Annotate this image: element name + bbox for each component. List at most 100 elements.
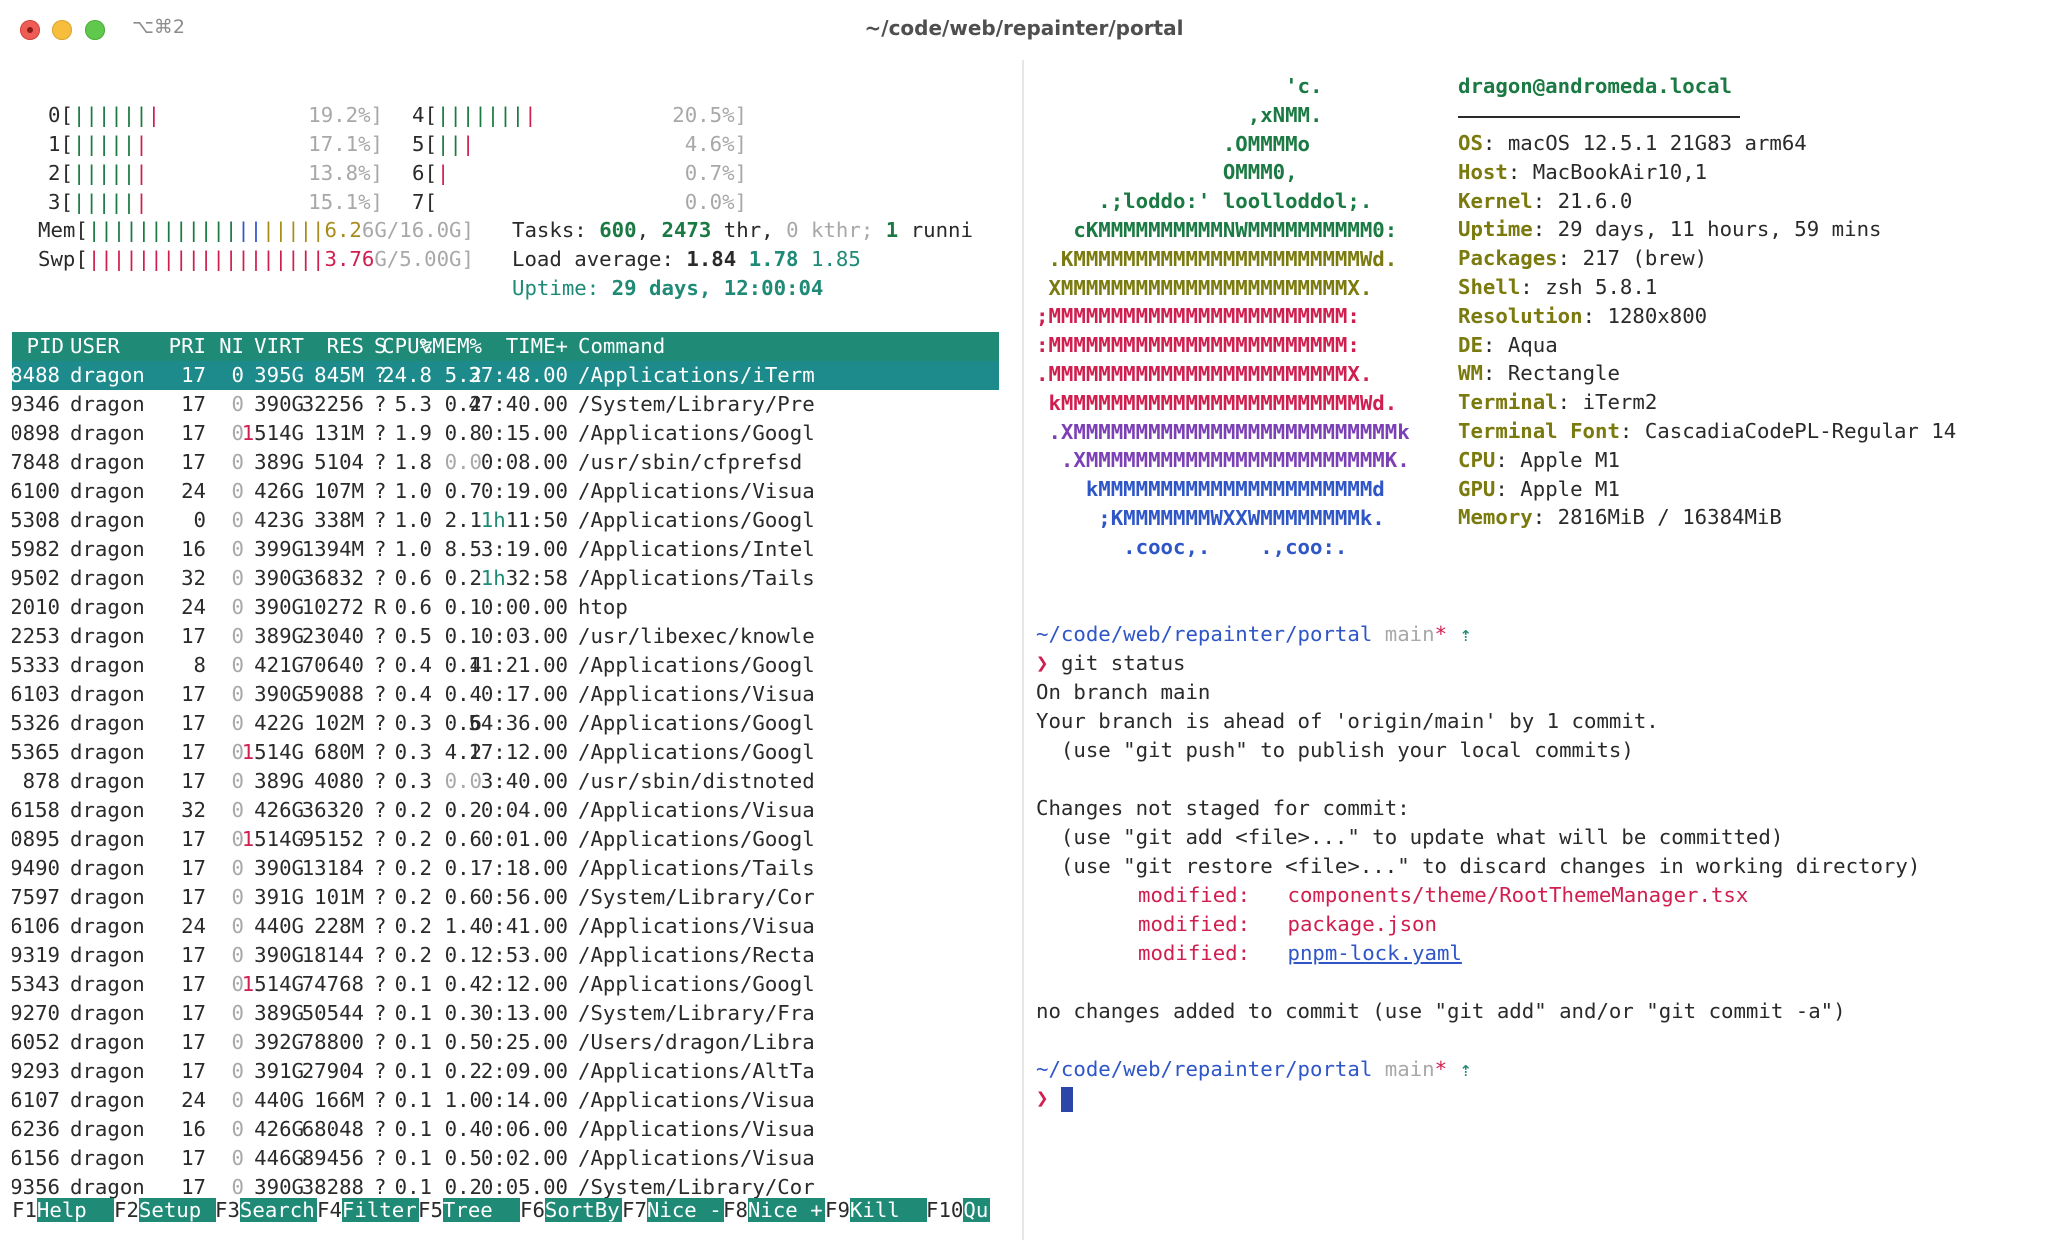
process-res: 27904 bbox=[301, 1059, 364, 1083]
function-key-number: F6 bbox=[520, 1198, 545, 1222]
prompt-line: ~/code/web/repainter/portal main* ⇡ bbox=[1036, 1057, 1472, 1081]
info-key: CPU bbox=[1458, 447, 1496, 472]
htop-pane[interactable]: 0[|||||||19.2%]1[||||||17.1%]2[||||||13.… bbox=[12, 58, 1002, 1240]
process-cpu: 0.6 bbox=[394, 566, 432, 590]
function-key-f3[interactable]: F3Search bbox=[215, 1196, 317, 1225]
process-ni: 0 bbox=[231, 1030, 244, 1054]
process-virt: 423G bbox=[254, 508, 304, 532]
cpu-label: 7[ bbox=[412, 190, 437, 214]
column-header-time[interactable]: TIME+ bbox=[505, 334, 568, 358]
process-mem: 0.8 bbox=[444, 421, 482, 445]
close-button[interactable] bbox=[20, 20, 40, 40]
process-res: 102M bbox=[314, 711, 364, 735]
function-key-f2[interactable]: F2Setup bbox=[114, 1196, 216, 1225]
column-header-res[interactable]: RES bbox=[326, 334, 364, 358]
info-value: 217 (brew) bbox=[1582, 246, 1708, 271]
column-header-cpu[interactable]: CPU% bbox=[382, 334, 432, 358]
cpu-label: 6[ bbox=[412, 161, 437, 185]
process-res: 95152 bbox=[301, 827, 364, 851]
process-time: 0:14.00 bbox=[480, 1088, 568, 1112]
process-cmd: /Applications/iTerm bbox=[578, 363, 815, 387]
process-time: 0:08.00 bbox=[480, 450, 568, 474]
info-colon: : bbox=[1507, 159, 1533, 184]
function-key-f9[interactable]: F9Kill bbox=[825, 1196, 927, 1225]
process-virt: 1514G bbox=[242, 738, 304, 767]
process-res: 36832 bbox=[301, 566, 364, 590]
process-mem: 0.0 bbox=[444, 450, 482, 474]
process-cpu: 0.3 bbox=[394, 711, 432, 735]
column-header-pid[interactable]: PID bbox=[26, 334, 64, 358]
process-mem: 0.2 bbox=[444, 392, 482, 416]
process-res: 50544 bbox=[301, 1001, 364, 1025]
process-time: 17:12.00 bbox=[468, 740, 568, 764]
git-output[interactable]: ~/code/web/repainter/portal main* ⇡ ❯ gi… bbox=[1036, 620, 2036, 1112]
column-header-ni[interactable]: NI bbox=[219, 334, 244, 358]
process-pid: 45326 bbox=[12, 711, 60, 735]
process-res: 23040 bbox=[301, 624, 364, 648]
process-s: ? bbox=[374, 740, 387, 764]
process-mem: 1.0 bbox=[444, 1088, 482, 1112]
logo-line: OMMM0, bbox=[1036, 160, 1298, 185]
process-cmd: /Applications/Visua bbox=[578, 1088, 815, 1112]
process-cpu: 0.3 bbox=[394, 769, 432, 793]
process-pri: 17 bbox=[181, 1030, 206, 1054]
process-cpu: 0.2 bbox=[394, 914, 432, 938]
function-key-f5[interactable]: F5Tree bbox=[418, 1196, 520, 1225]
info-key: DE bbox=[1458, 332, 1483, 357]
info-key: GPU bbox=[1458, 476, 1496, 501]
process-pri: 17 bbox=[181, 1059, 206, 1083]
process-user: dragon bbox=[70, 595, 145, 619]
function-key-label: Kill bbox=[849, 1198, 927, 1222]
process-cpu: 0.2 bbox=[394, 856, 432, 880]
process-ni: 0 bbox=[231, 914, 244, 938]
logo-line: ,xNMM. bbox=[1036, 102, 1323, 127]
process-ni: 0 bbox=[231, 682, 244, 706]
logo-line: cKMMMMMMMMMMNWMMMMMMMMMM0: bbox=[1036, 218, 1398, 242]
info-key: OS bbox=[1458, 131, 1483, 155]
zoom-button[interactable] bbox=[85, 20, 105, 40]
process-table-header[interactable] bbox=[12, 332, 999, 361]
process-user: dragon bbox=[70, 624, 145, 648]
column-header-virt[interactable]: VIRT bbox=[254, 334, 304, 358]
input-line[interactable]: ❯ bbox=[1036, 1084, 1073, 1113]
function-key-number: F2 bbox=[114, 1198, 139, 1222]
function-key-f6[interactable]: F6SortBy bbox=[520, 1196, 622, 1225]
process-user: dragon bbox=[70, 1059, 145, 1083]
process-pri: 16 bbox=[181, 537, 206, 561]
process-ni: 0 bbox=[231, 1175, 244, 1199]
process-res: 68048 bbox=[301, 1117, 364, 1141]
process-cmd: /System/Library/Fra bbox=[578, 1001, 815, 1025]
minimize-button[interactable] bbox=[52, 20, 72, 40]
process-mem: 0.4 bbox=[444, 1117, 482, 1141]
process-cpu: 5.3 bbox=[394, 392, 432, 416]
column-header-s[interactable]: S bbox=[374, 334, 387, 358]
process-pri: 17 bbox=[181, 885, 206, 909]
function-key-f10[interactable]: F10Qu bbox=[926, 1196, 991, 1225]
function-key-f4[interactable]: F4Filter bbox=[317, 1196, 419, 1225]
column-header-pri[interactable]: PRI bbox=[168, 334, 206, 358]
column-header-mem[interactable]: ▽MEM% bbox=[419, 334, 482, 358]
info-value: macOS 12.5.1 21G83 arm64 bbox=[1507, 131, 1807, 155]
process-s: ? bbox=[374, 1175, 387, 1199]
process-virt: 426G bbox=[254, 479, 304, 503]
process-s: ? bbox=[374, 566, 387, 590]
process-pri: 24 bbox=[181, 595, 206, 619]
process-res: 89456 bbox=[301, 1146, 364, 1170]
process-virt: 390G bbox=[254, 943, 304, 967]
process-ni: 0 bbox=[231, 363, 244, 387]
column-header-cmd[interactable]: Command bbox=[578, 334, 666, 358]
pane-divider[interactable] bbox=[1022, 60, 1024, 1240]
column-header-user[interactable]: USER bbox=[70, 334, 120, 358]
process-cpu: 0.6 bbox=[394, 595, 432, 619]
process-virt: 440G bbox=[254, 1088, 304, 1112]
process-pid: 45308 bbox=[12, 508, 60, 532]
function-key-f1[interactable]: F1Help bbox=[12, 1196, 114, 1225]
process-s: ? bbox=[374, 479, 387, 503]
process-cmd: /usr/sbin/cfprefsd bbox=[578, 450, 803, 474]
info-key: Terminal bbox=[1458, 390, 1558, 415]
logo-line: .XMMMMMMMMMMMMMMMMMMMMMMMMK. bbox=[1036, 448, 1410, 473]
function-key-f7[interactable]: F7Nice - bbox=[622, 1196, 724, 1225]
logo-line: kMMMMMMMMMMMMMMMMMMMMMMd bbox=[1036, 477, 1385, 502]
status-nochanges: no changes added to commit (use "git add… bbox=[1036, 999, 1846, 1023]
function-key-f8[interactable]: F8Nice + bbox=[723, 1196, 825, 1225]
